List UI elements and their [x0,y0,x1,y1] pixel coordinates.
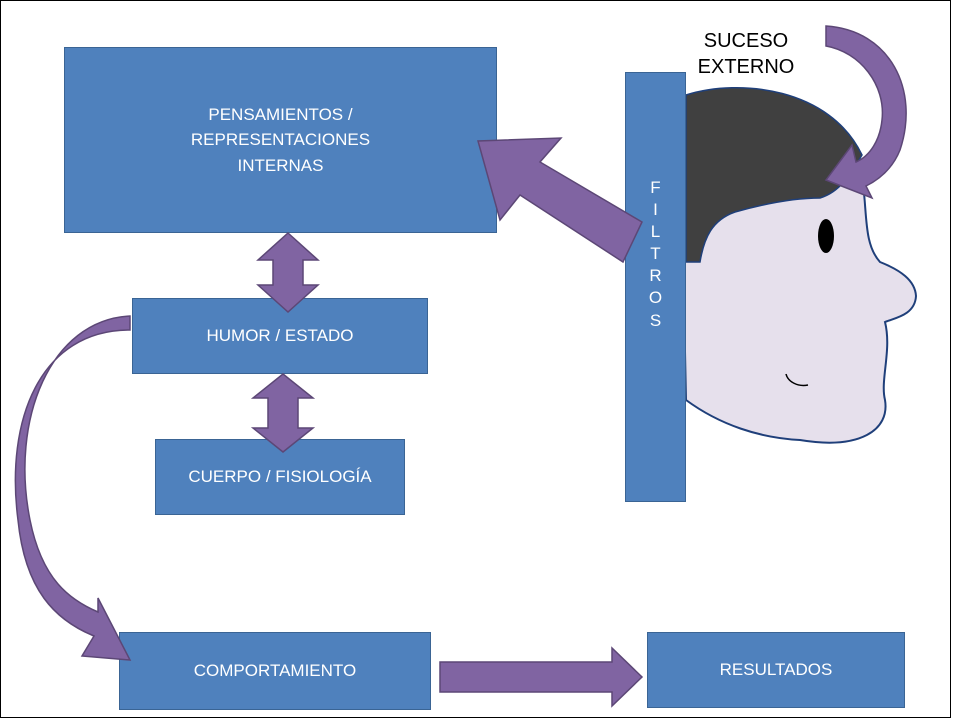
humor-estado-box[interactable]: HUMOR / ESTADO [132,298,428,374]
arrow-humor-cuerpo [250,373,316,453]
pensamientos-box[interactable]: PENSAMIENTOS / REPRESENTACIONES INTERNAS [64,47,497,233]
arrow-suceso-to-head [824,25,907,200]
arrow-humor-to-comportamiento [14,315,132,661]
resultados-box[interactable]: RESULTADOS [647,632,905,708]
hair-shape [685,86,863,263]
filtros-bar[interactable]: FILTROS [625,72,686,502]
mouth-icon [785,373,809,387]
filtros-label: FILTROS [648,178,663,330]
suceso-externo-label: SUCESO EXTERNO [697,30,795,78]
arrow-pensamientos-humor [256,231,320,314]
arrow-filtros-to-pensamientos [477,137,643,264]
comportamiento-box[interactable]: COMPORTAMIENTO [119,632,431,710]
cuerpo-fisiologia-box[interactable]: CUERPO / FISIOLOGÍA [155,439,405,515]
arrow-comportamiento-resultados [439,646,644,708]
eye-icon [818,219,834,253]
